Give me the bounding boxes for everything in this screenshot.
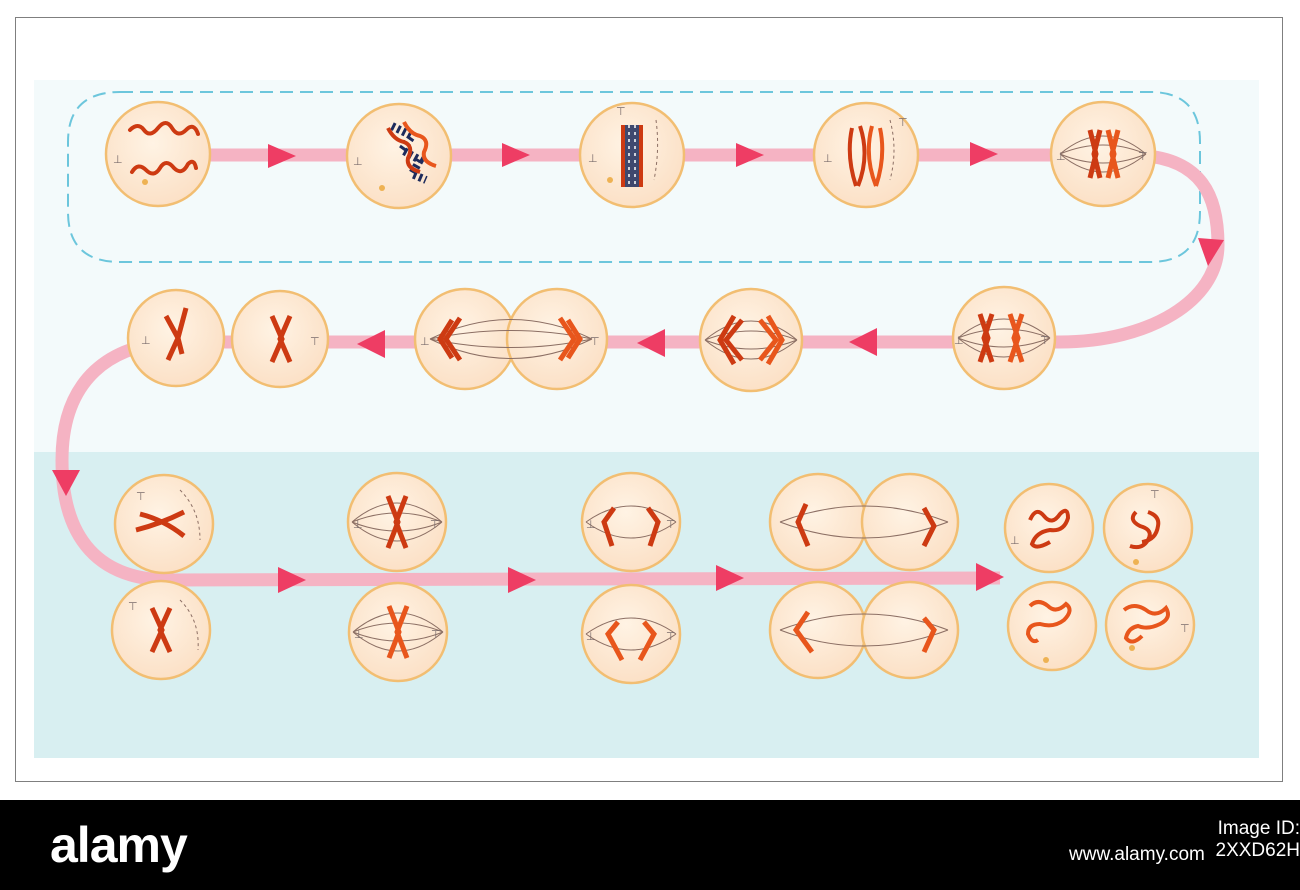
svg-text:⊤: ⊤ xyxy=(666,630,676,643)
cell-daughter-left: ⊥ xyxy=(126,288,226,388)
arrow-right-1 xyxy=(268,144,296,168)
arrow-bottom-4 xyxy=(976,563,1004,591)
svg-text:⊥: ⊥ xyxy=(353,155,363,168)
cell-telophase-ii-bottom xyxy=(768,580,960,680)
alamy-logo: alamy xyxy=(50,817,188,873)
svg-text:⊥: ⊥ xyxy=(113,153,123,166)
svg-text:⊥: ⊥ xyxy=(586,630,596,643)
svg-text:⊤: ⊤ xyxy=(590,335,600,348)
svg-text:⊤: ⊤ xyxy=(1040,334,1050,347)
arrow-right-2 xyxy=(502,143,530,167)
arrow-left-2 xyxy=(637,329,665,357)
svg-text:⊥: ⊥ xyxy=(353,518,363,531)
cell-daughter-right: ⊤ xyxy=(230,289,330,389)
image-id-label: Image ID: 2XXD62H xyxy=(1215,818,1300,861)
arrow-bottom-2 xyxy=(508,567,536,593)
svg-text:⊥: ⊥ xyxy=(420,335,430,348)
svg-text:⊤: ⊤ xyxy=(666,518,676,531)
cell-crossing-over: ⊥ ⊤ xyxy=(812,101,920,209)
arrow-bottom-3 xyxy=(716,565,744,591)
cell-metaphase-ii-bottom: ⊥ ⊤ xyxy=(347,581,449,683)
gamete-3 xyxy=(1006,580,1098,672)
gamete-1: ⊥ xyxy=(1003,482,1095,574)
svg-text:⊥: ⊥ xyxy=(823,152,833,165)
cell-telophase-ii-top xyxy=(768,472,960,572)
svg-text:⊥: ⊥ xyxy=(141,334,151,347)
arrow-left-1 xyxy=(849,328,877,356)
cell-metaphase-i-spindle: ⊥ ⊤ xyxy=(951,285,1057,391)
arrow-down-right xyxy=(1198,238,1224,266)
cell-metaphase-i: ⊥ ⊤ xyxy=(1049,100,1157,208)
cell-synapsis: ⊥ ⊤ xyxy=(578,101,686,209)
cell-chromatin: ⊥ xyxy=(104,100,212,208)
svg-text:⊥: ⊥ xyxy=(954,334,964,347)
svg-text:⊤: ⊤ xyxy=(136,490,146,503)
svg-text:⊤: ⊤ xyxy=(310,335,320,348)
arrow-right-3 xyxy=(736,143,764,167)
gamete-2: ⊤ xyxy=(1102,482,1194,574)
footer-bar: alamy Image ID: 2XXD62H www.alamy.com xyxy=(0,800,1300,890)
svg-text:⊥: ⊥ xyxy=(1056,150,1066,163)
alamy-url[interactable]: www.alamy.com xyxy=(1069,844,1205,865)
gamete-4: ⊤ xyxy=(1104,579,1196,671)
arrow-left-3 xyxy=(357,330,385,358)
cell-anaphase-i xyxy=(698,287,804,393)
svg-text:⊤: ⊤ xyxy=(431,628,441,641)
svg-text:⊤: ⊤ xyxy=(1150,488,1160,501)
svg-text:⊤: ⊤ xyxy=(1180,622,1190,635)
cell-anaphase-ii-top: ⊥ ⊤ xyxy=(580,471,682,573)
cell-anaphase-ii-bottom: ⊥ ⊤ xyxy=(580,583,682,685)
svg-text:⊥: ⊥ xyxy=(586,518,596,531)
cell-metaphase-ii-top: ⊥ ⊤ xyxy=(346,471,448,573)
arrow-bottom-1 xyxy=(278,567,306,593)
svg-text:⊥: ⊥ xyxy=(1010,534,1020,547)
cell-pairing: ⊥ xyxy=(345,102,453,210)
arrow-down-left xyxy=(52,470,80,496)
meiosis-diagram: ⊥ ⊥ ⊥ ⊤ ⊥ ⊤ ⊥ ⊤ xyxy=(34,80,1259,758)
cell-telophase-i: ⊥ ⊤ xyxy=(413,287,609,391)
cell-prophase-ii-bottom: ⊤ xyxy=(110,579,212,681)
svg-text:⊤: ⊤ xyxy=(616,105,626,118)
arrow-right-4 xyxy=(970,142,998,166)
svg-text:⊤: ⊤ xyxy=(1138,150,1148,163)
svg-text:⊥: ⊥ xyxy=(588,152,598,165)
svg-text:⊤: ⊤ xyxy=(128,600,138,613)
svg-text:⊤: ⊤ xyxy=(430,518,440,531)
cell-prophase-ii-top: ⊤ xyxy=(113,473,215,575)
dashed-outline xyxy=(67,91,1201,263)
arrow-heads xyxy=(52,142,1224,593)
svg-text:⊤: ⊤ xyxy=(898,116,908,129)
svg-text:⊥: ⊥ xyxy=(354,628,364,641)
